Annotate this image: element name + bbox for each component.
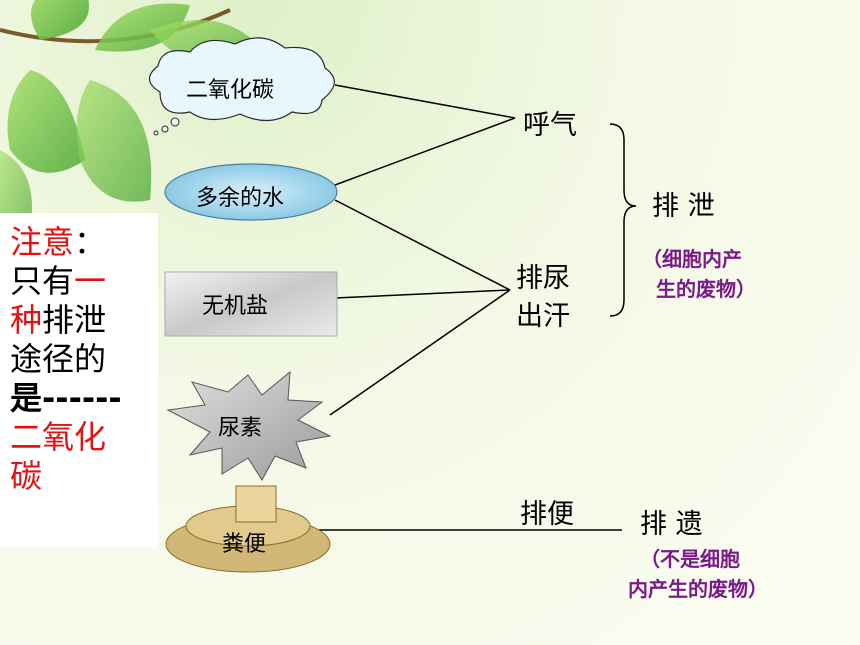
- excretion-note: （细胞内产 生的废物）: [642, 244, 756, 304]
- excretion-note-line1: （细胞内产: [642, 247, 742, 271]
- node-water: 多余的水: [196, 186, 285, 211]
- note-text-excretion: 排泄: [42, 301, 107, 339]
- note-line-3: 种排泄: [10, 301, 158, 340]
- feces-shape: [165, 485, 331, 573]
- route-defecate: 排便: [520, 499, 574, 530]
- egestion-note-line2: 内产生的废物）: [628, 577, 768, 601]
- note-line-6: 二氧化: [10, 418, 107, 456]
- note-line-5: 是------: [10, 379, 122, 417]
- route-sweat: 出汗: [516, 301, 570, 332]
- excretion-note-line2: 生的废物）: [656, 277, 756, 301]
- note-line-7: 碳: [10, 457, 43, 495]
- water-ellipse: [164, 163, 338, 221]
- egestion-note-line1: （不是细胞: [640, 547, 740, 571]
- brace: [609, 123, 637, 317]
- note-line-4: 途径的: [10, 340, 107, 378]
- note-colon: ：: [74, 223, 107, 261]
- leaf-decoration: [0, 0, 270, 237]
- salt-rect: [164, 271, 338, 337]
- co2-cloud-shape: [148, 37, 335, 136]
- note-line-1: 注意：: [10, 223, 158, 262]
- note-line-2: 只有一: [10, 262, 158, 301]
- node-feces: 粪便: [222, 532, 267, 557]
- egestion-note: （不是细胞 内产生的废物）: [628, 544, 768, 604]
- node-salt: 无机盐: [202, 294, 269, 319]
- route-breath: 呼气: [523, 110, 577, 141]
- node-urea: 尿素: [218, 416, 263, 441]
- category-egestion: 排 遗: [640, 509, 703, 540]
- route-urine-sweat: 排尿 出汗: [516, 260, 570, 336]
- note-title: 注意: [10, 223, 75, 261]
- note-text-only-have: 只有: [10, 262, 75, 300]
- route-urine: 排尿: [516, 263, 570, 294]
- connector-lines: [318, 84, 622, 531]
- note-text-kind: 种: [10, 301, 43, 339]
- note-box: 注意： 只有一 种排泄 途径的 是------ 二氧化 碳: [0, 213, 158, 547]
- category-excretion: 排 泄: [652, 191, 715, 222]
- urea-star: [166, 370, 332, 481]
- node-co2: 二氧化碳: [186, 78, 275, 103]
- note-text-one: 一: [74, 262, 107, 300]
